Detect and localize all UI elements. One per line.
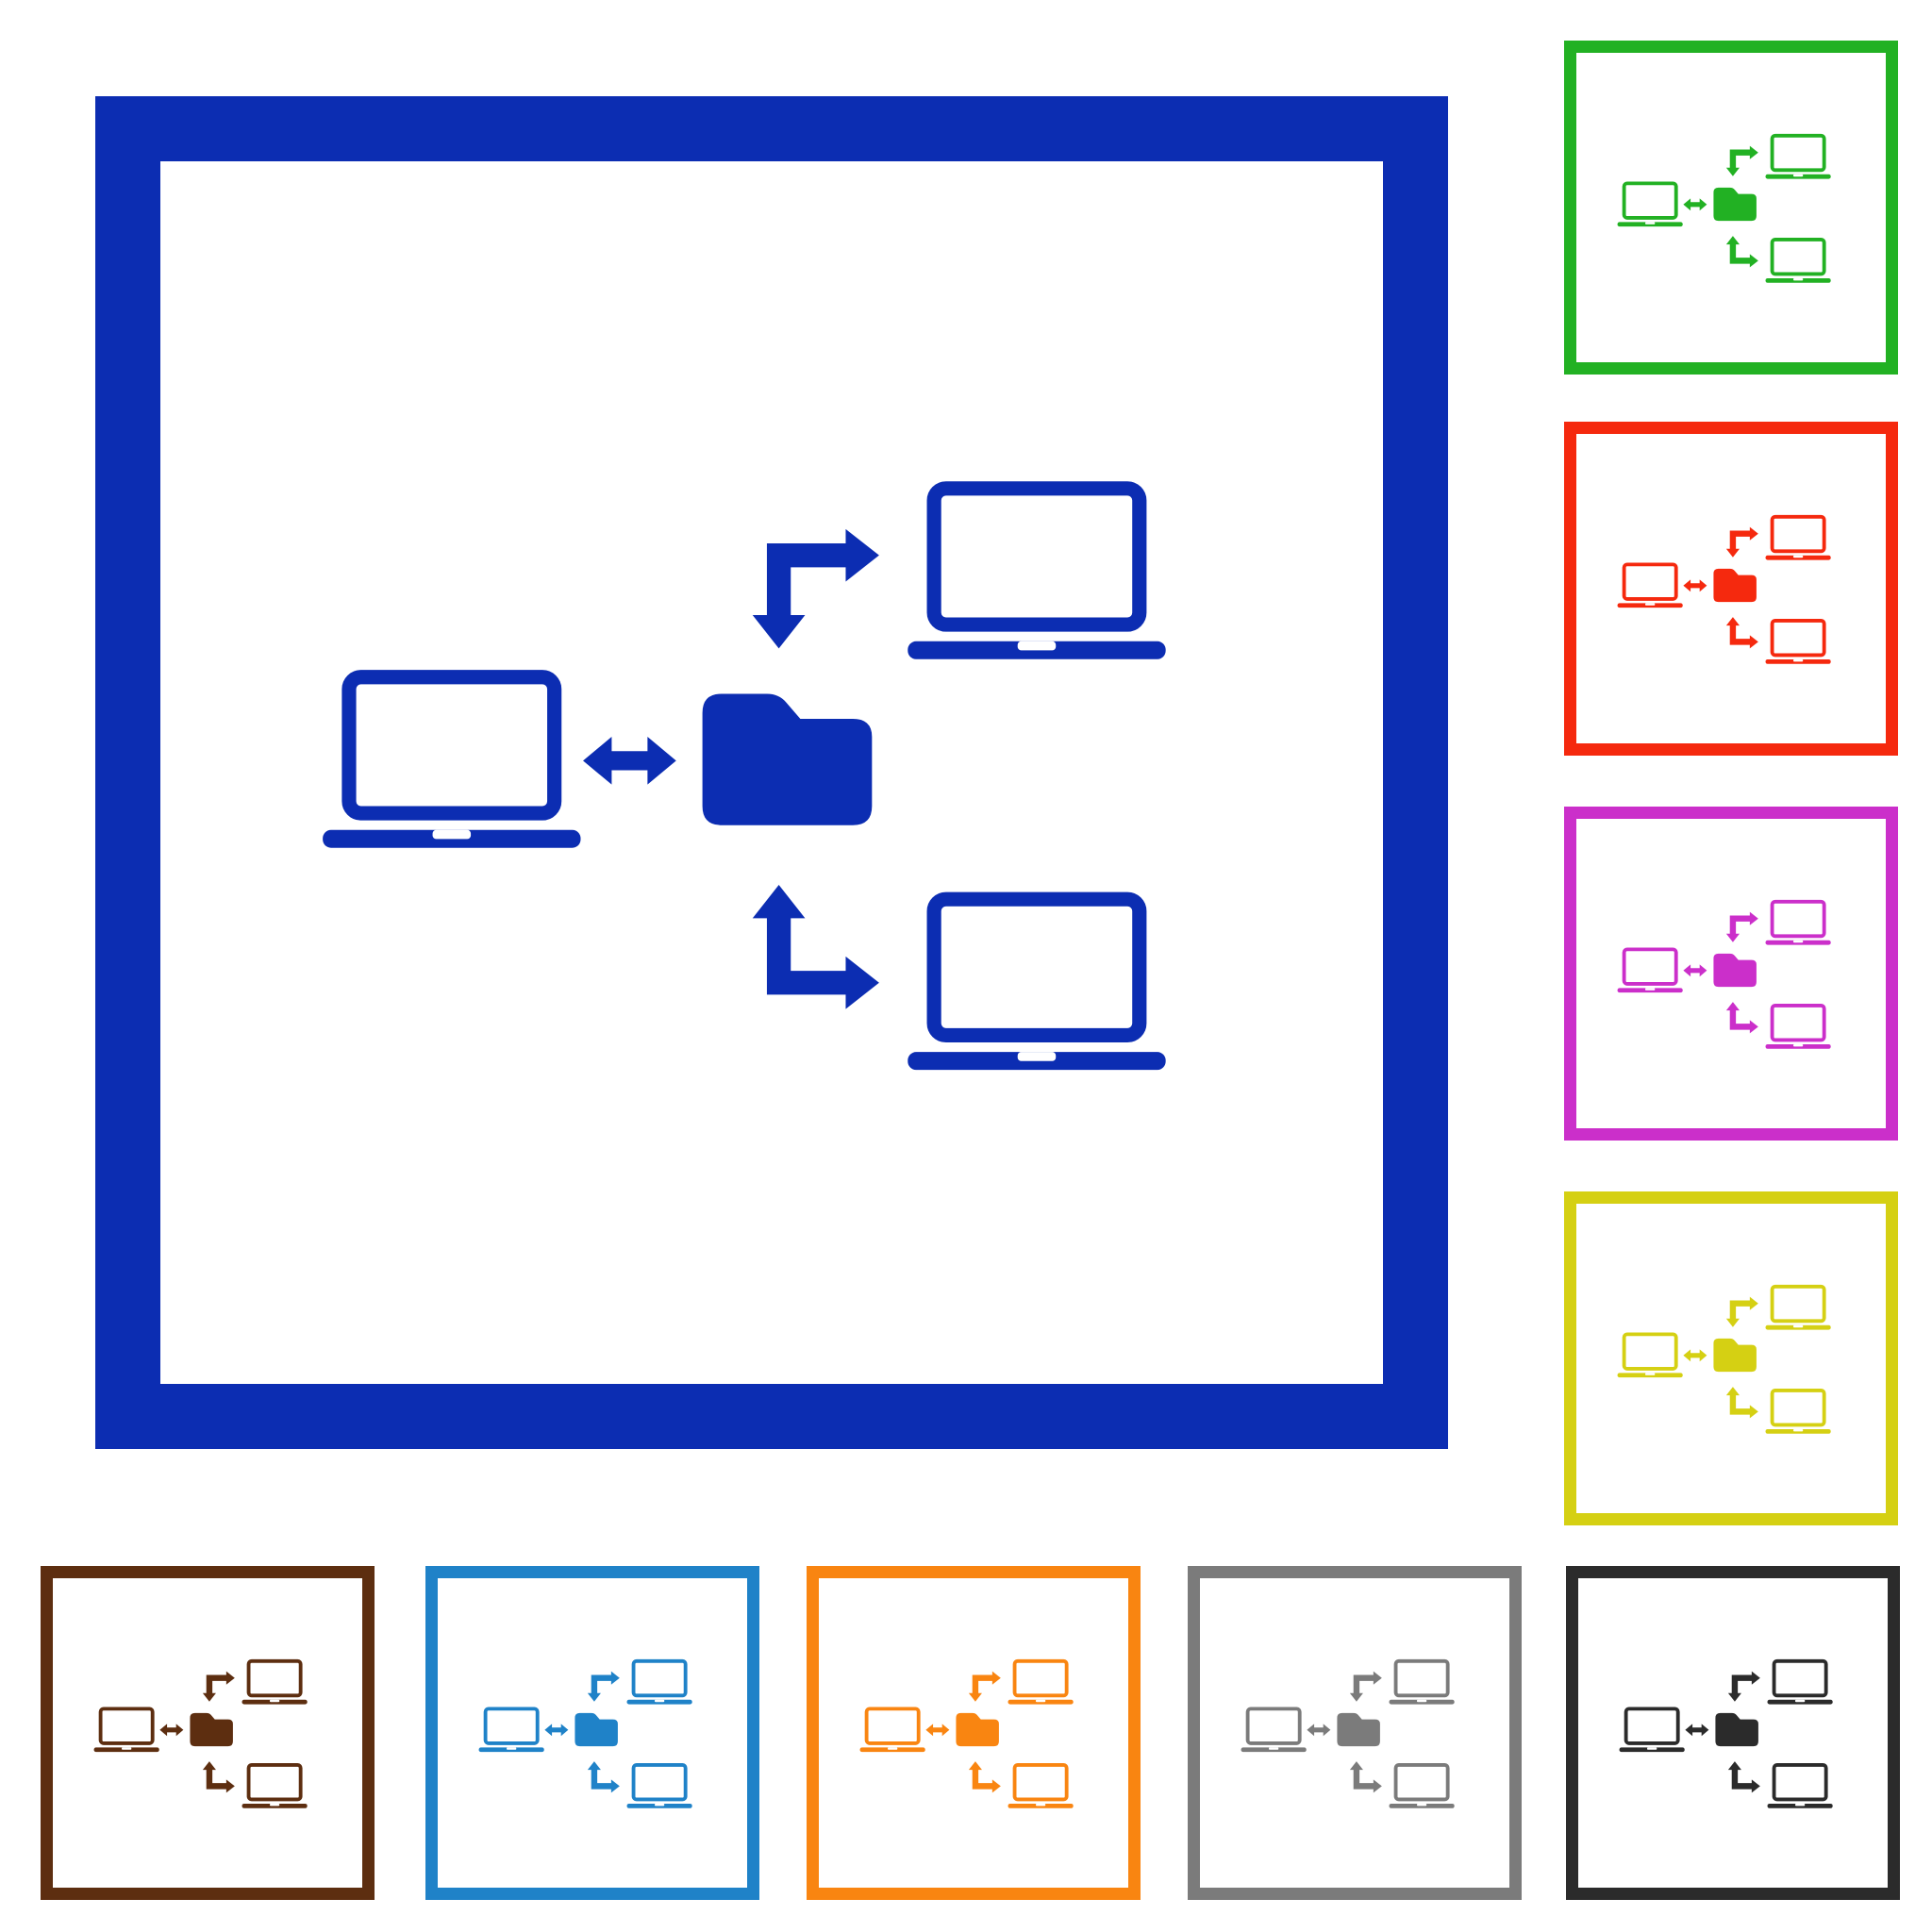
network-folder-share-icon — [1576, 819, 1886, 1128]
network-folder-share-icon — [53, 1578, 362, 1888]
icon-tile-magenta — [1564, 807, 1898, 1141]
network-folder-share-icon — [1576, 434, 1886, 743]
network-folder-share-icon — [1200, 1578, 1509, 1888]
icon-tile-gray — [1188, 1566, 1522, 1900]
icon-tile-charcoal — [1566, 1566, 1900, 1900]
icon-tile-blue-main — [95, 96, 1448, 1449]
icon-tile-orange — [807, 1566, 1141, 1900]
network-folder-share-icon — [438, 1578, 747, 1888]
icon-tile-brown — [41, 1566, 375, 1900]
network-folder-share-icon — [1576, 53, 1886, 362]
icon-tile-yellow — [1564, 1191, 1898, 1525]
icon-tile-red — [1564, 422, 1898, 756]
network-folder-share-icon — [160, 161, 1383, 1384]
icon-tile-azure — [425, 1566, 759, 1900]
network-folder-share-icon — [1578, 1578, 1888, 1888]
network-folder-share-icon — [819, 1578, 1128, 1888]
network-folder-share-icon — [1576, 1204, 1886, 1513]
icon-tile-green — [1564, 41, 1898, 375]
